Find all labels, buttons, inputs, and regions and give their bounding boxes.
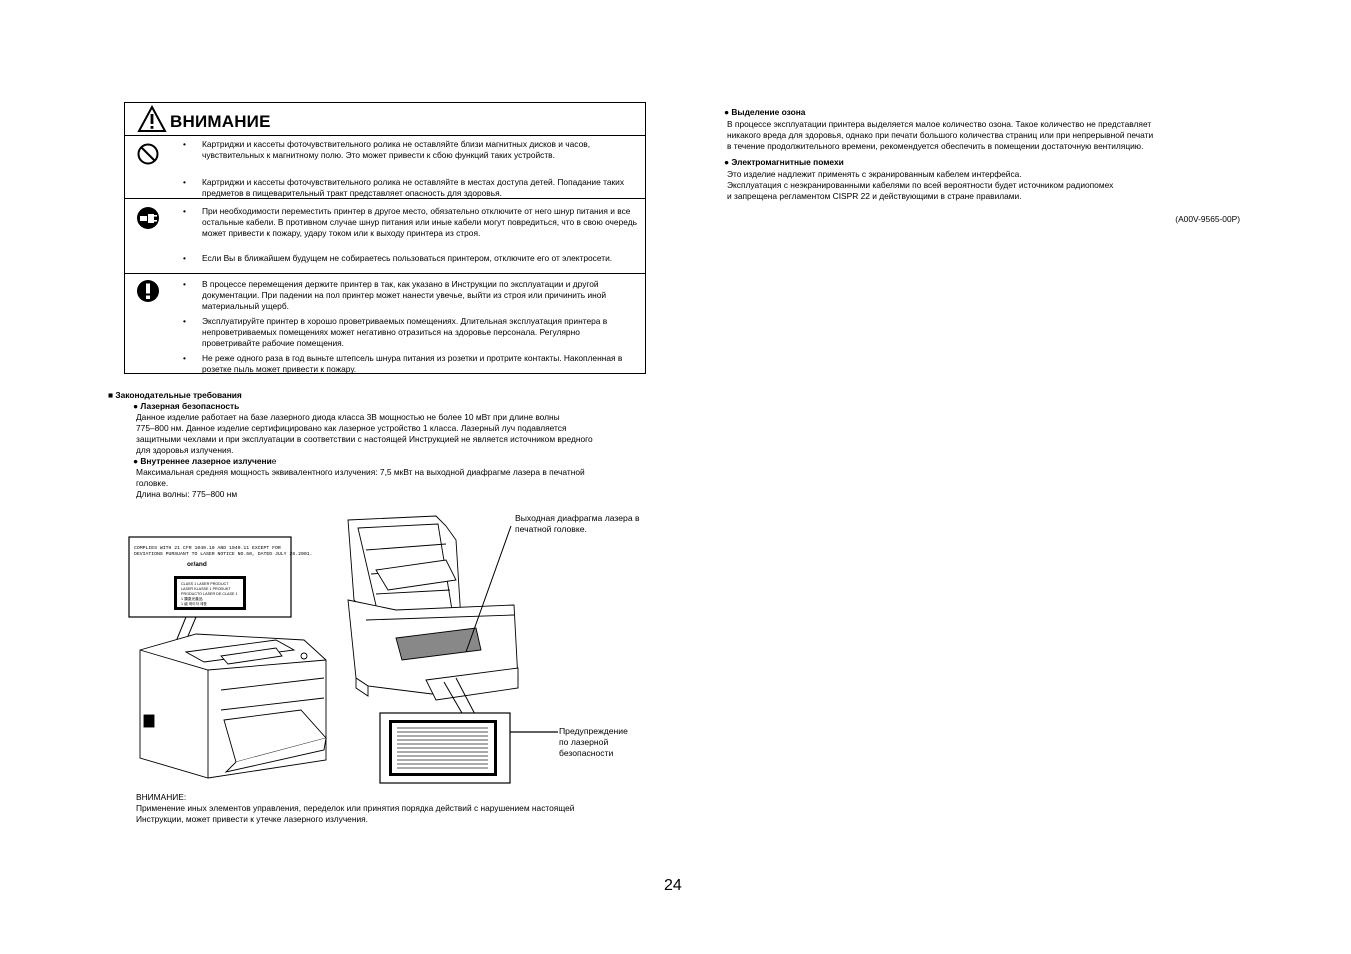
class-label-line: 1 類激光產品 [181,596,203,601]
warning-item: • Если Вы в ближайшем будущем не собирае… [183,253,613,263]
laser-safety-text: Данное изделие работает на базе лазерног… [136,412,593,455]
compliance-line: COMPLIES WITH 21 CFR 1040.10 AND 1040.11… [134,545,281,551]
class-label-line: PRODUCTO LASER DE CLASE 1 [181,592,238,596]
warning-row-exclamation: • В процессе перемещения держите принтер… [125,274,645,374]
laser-warning-label [379,712,511,784]
caution-note: ВНИМАНИЕ: Применение иных элементов упра… [136,792,676,825]
prohibited-icon [137,143,159,165]
warning-row-unplug: • При необходимости переместить принтер … [125,199,645,274]
internal-radiation-text: Максимальная средняя мощность эквивалент… [136,467,585,499]
ozone-title: ● Выделение озона [724,107,806,117]
warning-triangle-icon [137,105,167,132]
warning-item: • Картриджи и кассеты фоточувствительног… [183,139,591,160]
ozone-text: В процессе эксплуатации принтера выделяе… [727,119,1154,151]
emi-title: ● Электромагнитные помехи [724,157,844,167]
warning-item: • Эксплуатируйте принтер в хорошо провет… [183,316,608,348]
class-label-line: LASER KLASSE 1 PRODUKT [181,587,231,591]
warning-row-prohibited: • Картриджи и кассеты фоточувствительног… [125,135,645,199]
internal-radiation-title: ● Внутреннее лазерное излучение [133,456,277,466]
or-and-text: or/and [187,561,207,568]
document-code: (A00V-9565-00P) [1175,214,1240,224]
page-number: 24 [664,877,682,894]
laser-label-illustration: COMPLIES WITH 21 CFR 1040.10 AND 1040.11… [128,515,558,784]
laser-safety-title: ● Лазерная безопасность [133,401,240,411]
compliance-line: DEVIATIONS PURSUANT TO LASER NOTICE NO.5… [134,551,312,557]
laser-warning-callout: Предупреждение по лазерной безопасности [559,726,628,758]
emi-text: Это изделие надлежит применять с экранир… [727,169,1114,201]
caution-title: ВНИМАНИЕ: [136,792,187,802]
class-label-line: 1 級 레이저 제품 [181,601,207,606]
warning-title: ВНИМАНИЕ [170,112,271,131]
unplug-icon [137,207,159,229]
printer-closed-drawing [139,633,327,779]
warning-box: ВНИМАНИЕ • Картриджи и кассеты фоточувст… [124,102,646,374]
warning-item: • В процессе перемещения держите принтер… [183,279,607,311]
legal-heading: ■ Законодательные требования [108,390,242,400]
warning-item: • При необходимости переместить принтер … [183,206,637,238]
aperture-callout: Выходная диафрагма лазера в печатной гол… [515,513,640,534]
warning-header: ВНИМАНИЕ [125,103,645,136]
class-label-line: CLASS 1 LASER PRODUCT [181,582,229,586]
warning-item: • Картриджи и кассеты фоточувствительног… [183,177,625,198]
printer-open-drawing [347,515,519,701]
warning-item: • Не реже одного раза в год выньте штепс… [183,353,623,374]
exclamation-icon [137,280,159,302]
compliance-label [128,536,292,618]
